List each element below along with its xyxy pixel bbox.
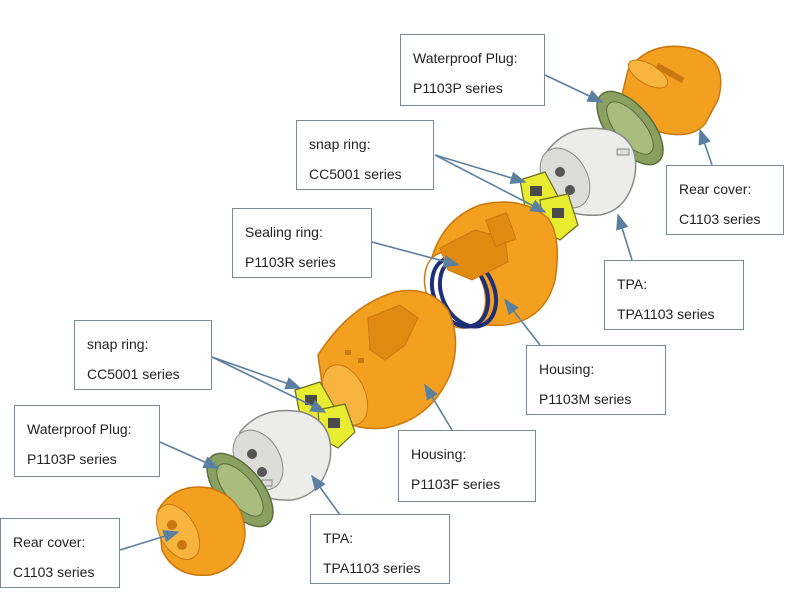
callout-title: Housing: <box>411 446 467 462</box>
callout-series: C1103 series <box>13 564 95 580</box>
callout-series: CC5001 series <box>309 166 402 182</box>
callout-tpa-bottom: TPA: TPA1103 series <box>310 514 450 584</box>
callout-series: P1103F series <box>411 476 501 492</box>
callout-snap-ring-bottom: snap ring: CC5001 series <box>74 320 212 390</box>
callout-title: Rear cover: <box>679 181 752 197</box>
callout-title: TPA: <box>617 276 648 292</box>
arrow-snap-bot-2 <box>211 356 327 413</box>
arrow-snap-top-1 <box>434 154 527 184</box>
callout-title: Sealing ring: <box>245 224 323 240</box>
arrow-snap-bot-1 <box>211 356 302 390</box>
arrow-rear-bot <box>119 530 180 551</box>
arrow-tpa-bot <box>311 474 341 516</box>
callout-waterproof-plug-bottom: Waterproof Plug: P1103P series <box>14 405 160 477</box>
rear-cover-bottom-part <box>155 486 246 577</box>
arrow-wp-bot <box>159 441 220 469</box>
callout-series: TPA1103 series <box>617 306 715 322</box>
callout-series: P1103P series <box>27 451 117 467</box>
callout-title: snap ring: <box>309 136 371 152</box>
arrow-housing-f <box>424 383 453 431</box>
callout-title: Waterproof Plug: <box>27 421 132 437</box>
arrow-snap-top-2 <box>434 154 547 213</box>
callout-sealing-ring: Sealing ring: P1103R series <box>232 208 372 278</box>
arrow-housing-m <box>504 298 541 346</box>
arrow-wp-top <box>544 74 604 103</box>
callout-title: snap ring: <box>87 336 149 352</box>
callout-title: Rear cover: <box>13 534 86 550</box>
callout-rear-cover-top: Rear cover: C1103 series <box>666 165 784 235</box>
callout-waterproof-plug-top: Waterproof Plug: P1103P series <box>400 34 545 106</box>
callout-series: TPA1103 series <box>323 560 421 576</box>
callout-title: Waterproof Plug: <box>413 50 518 66</box>
callout-title: TPA: <box>323 530 354 546</box>
callout-snap-ring-top: snap ring: CC5001 series <box>296 120 434 190</box>
callout-tpa-top: TPA: TPA1103 series <box>604 260 744 330</box>
callout-series: CC5001 series <box>87 366 180 382</box>
callout-series: C1103 series <box>679 211 761 227</box>
callout-rear-cover-bottom: Rear cover: C1103 series <box>0 518 120 588</box>
callout-series: P1103M series <box>539 391 632 407</box>
housing-m-part <box>423 201 559 329</box>
callout-housing-f: Housing: P1103F series <box>398 430 536 502</box>
arrow-seal <box>371 241 460 268</box>
arrow-tpa-top <box>616 213 633 261</box>
callout-series: P1103P series <box>413 80 503 96</box>
arrow-rear-top <box>698 128 713 166</box>
callout-series: P1103R series <box>245 254 336 270</box>
callout-title: Housing: <box>539 361 595 377</box>
callout-housing-m: Housing: P1103M series <box>526 345 666 415</box>
